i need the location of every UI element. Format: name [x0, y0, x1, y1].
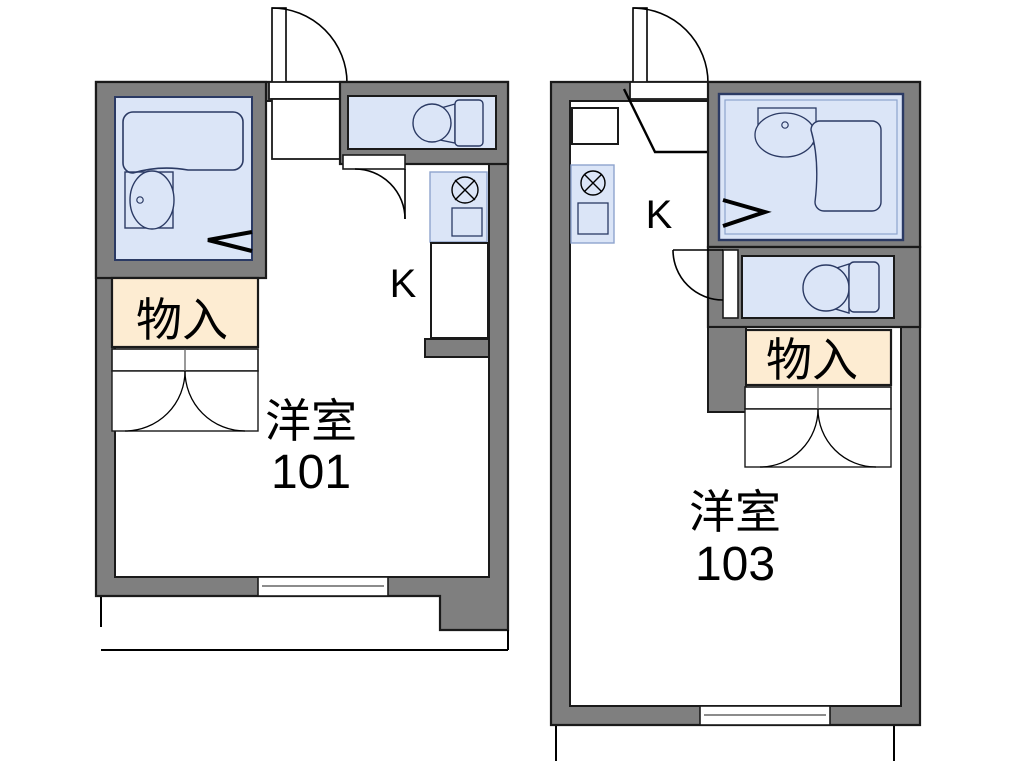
unit-101-entrance — [268, 7, 348, 160]
unit-101-toilet-room — [338, 80, 510, 220]
entrance-opening-101 — [268, 81, 348, 100]
entrance-hall-101 — [271, 98, 348, 160]
washbasin-drain-103 — [781, 121, 789, 129]
closet-door-swing-left-103 — [759, 408, 819, 468]
bathtub-101 — [122, 111, 244, 174]
kitchen-label-101: K — [390, 262, 417, 306]
unit-101: K 物入 洋室 101 — [94, 7, 510, 651]
unit-103: K — [549, 7, 922, 761]
closet-door-swing-right-101 — [184, 370, 246, 432]
bathtub-103 — [810, 120, 882, 212]
entrance-door-swing-103 — [632, 7, 709, 84]
room-label-103: 洋室 — [689, 486, 781, 538]
entrance-opening-103 — [629, 81, 709, 100]
toilet-door-swing-101 — [354, 168, 406, 220]
kitchen-sink-101 — [451, 207, 483, 237]
closet-box-101 — [110, 276, 260, 349]
toilet-tank-101 — [454, 99, 484, 147]
toilet-tank-103 — [848, 261, 880, 313]
room-number-101: 101 — [271, 446, 351, 499]
washbasin-101 — [129, 170, 175, 230]
washbasin-103 — [754, 112, 816, 158]
toilet-seat-101 — [412, 103, 452, 143]
stove-burner-cross-103 — [583, 173, 603, 193]
kitchen-partition-101 — [424, 338, 490, 358]
closet-label-101: 物入 — [136, 294, 228, 346]
closet-door-panel-101[interactable] — [111, 370, 259, 432]
unit-101-window-balcony — [100, 576, 509, 651]
closet-door-panel-103[interactable] — [744, 408, 892, 468]
bath-door-arrow-103 — [722, 198, 772, 228]
closet-label-103: 物入 — [766, 334, 858, 386]
entrance-door-leaf-103[interactable] — [632, 7, 648, 84]
unit-101-kitchen: K — [390, 171, 490, 358]
refrigerator-counter-103 — [571, 107, 619, 145]
kitchen-label-103: K — [646, 193, 673, 237]
stove-burner-101 — [451, 176, 479, 204]
stove-burner-103 — [580, 170, 606, 196]
bath-door-arrow-101 — [207, 230, 253, 253]
closet-door-swing-left-101 — [124, 370, 186, 432]
washbasin-drain-101 — [136, 196, 144, 204]
toilet-door-opening-101 — [342, 154, 406, 170]
unit-103-main-room: 洋室 103 — [689, 486, 781, 591]
unit-103-entrance — [622, 7, 711, 154]
unit-103-bath-room — [706, 80, 922, 249]
refrigerator-counter-101 — [430, 242, 489, 339]
toilet-door-opening-103 — [722, 249, 739, 319]
entrance-door-swing-101 — [271, 7, 348, 84]
unit-101-bath-room — [94, 80, 268, 280]
room-label-101: 洋室 — [265, 395, 357, 447]
unit-103-kitchen: K — [570, 107, 673, 244]
unit-103-toilet-room — [672, 245, 922, 329]
room-number-103: 103 — [695, 538, 775, 591]
unit-103-window-balcony — [555, 705, 895, 761]
unit-101-closet: 物入 — [110, 276, 260, 432]
unit-101-main-room: 洋室 101 — [265, 395, 357, 499]
unit-103-closet: 物入 — [707, 326, 893, 468]
closet-side-wall-103 — [707, 326, 747, 413]
entrance-door-leaf-101[interactable] — [271, 7, 287, 84]
entry-step-line-103 — [622, 88, 710, 154]
toilet-seat-103 — [802, 264, 850, 312]
toilet-door-swing-103 — [672, 249, 724, 301]
kitchen-sink-103 — [577, 202, 609, 235]
stove-burner-cross-101 — [454, 179, 476, 201]
closet-door-swing-right-103 — [817, 408, 877, 468]
